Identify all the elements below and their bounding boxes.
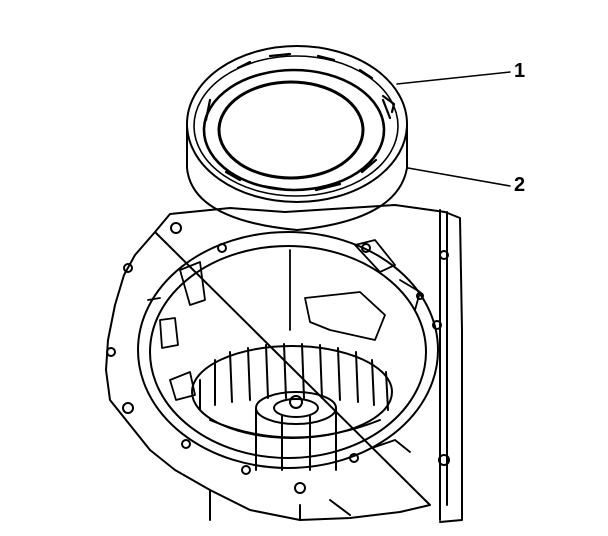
leader-line-2 <box>407 167 511 187</box>
center-shaft <box>255 391 337 471</box>
inner-wall-details <box>147 239 421 453</box>
seal-inner-bore <box>217 80 365 180</box>
callout-2: 2 <box>514 174 526 196</box>
housing-bottom-skirt <box>209 489 351 521</box>
housing-bore-outer <box>137 231 439 469</box>
housing-bore-inner <box>149 245 427 459</box>
seal-lip <box>202 68 386 192</box>
seal-lip-detail <box>204 52 396 192</box>
bolt-holes <box>106 222 450 494</box>
seal-body-side <box>186 123 408 231</box>
internal-drum <box>191 343 393 439</box>
callout-1: 1 <box>514 60 526 82</box>
seal-metal-case <box>193 55 399 197</box>
housing <box>105 204 463 523</box>
leader-line-1 <box>396 71 511 85</box>
housing-flange-outline <box>105 204 463 523</box>
seal-ring <box>186 45 408 231</box>
